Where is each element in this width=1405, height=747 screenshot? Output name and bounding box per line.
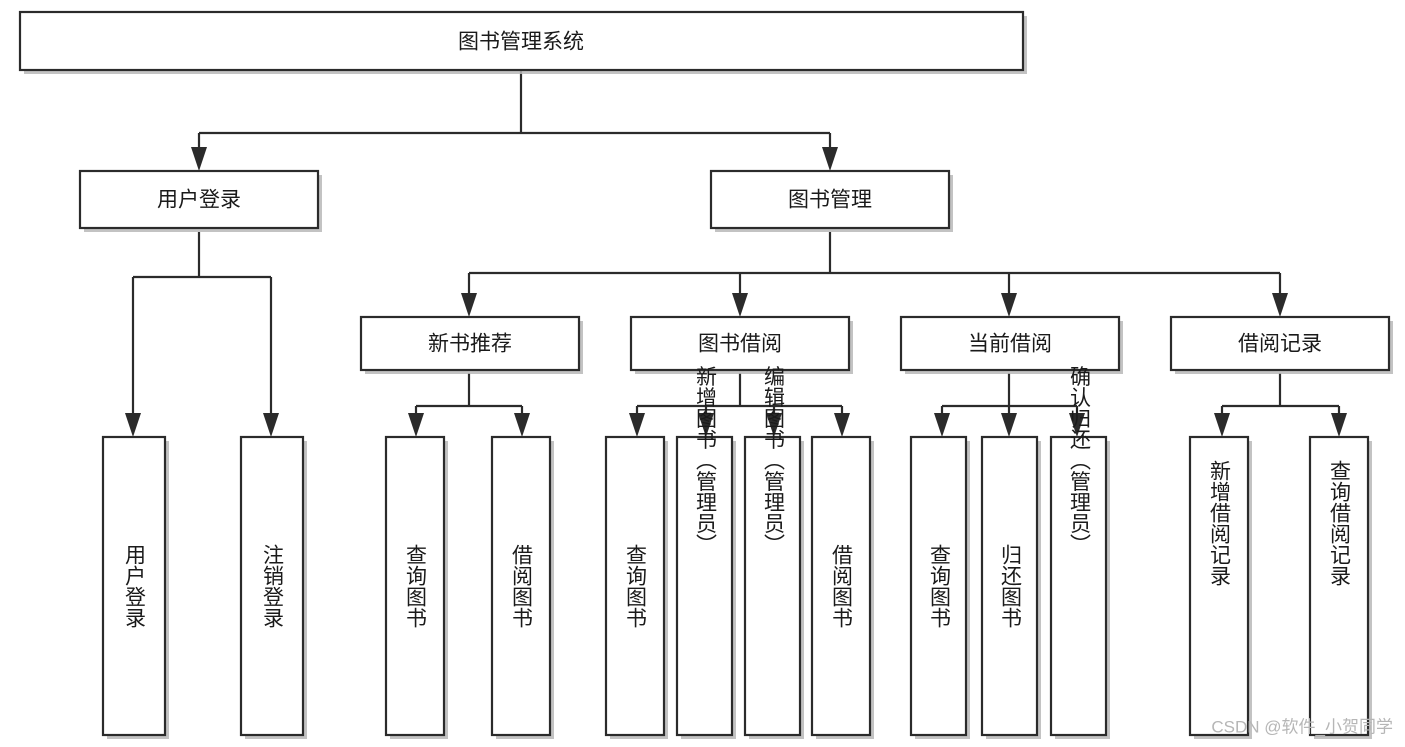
leaf-query-record-label: 查询借阅记录: [1328, 460, 1352, 586]
leaf-confirm-return-label: 确认归还（管理员）: [1068, 366, 1092, 555]
leaf-query-book-2-box[interactable]: [604, 435, 666, 737]
leaf-confirm-return[interactable]: 确认归还（管理员）: [1049, 366, 1110, 740]
leaf-borrow-book-1[interactable]: 借阅图书: [490, 435, 554, 739]
leaf-borrow-book-2-label: 借阅图书: [830, 544, 854, 628]
connector-book-borrow-bus: [635, 373, 844, 414]
leaf-confirm-return-box[interactable]: [1049, 435, 1108, 737]
node-book-manage[interactable]: 图书管理: [709, 169, 953, 232]
node-borrow-record-label: 借阅记录: [1238, 333, 1322, 356]
leaf-logout-label: 注销登录: [261, 544, 285, 628]
node-user-login-label: 用户登录: [157, 189, 241, 212]
leaf-edit-book-label: 编辑图书（管理员）: [762, 366, 786, 555]
leaf-return-book-label: 归还图书: [999, 544, 1023, 628]
arrow-nbr-leaf-1: [408, 413, 424, 437]
node-borrow-record[interactable]: 借阅记录: [1169, 315, 1393, 374]
arrow-cb-leaf-2: [1001, 413, 1017, 437]
arrow-bb-leaf-4: [834, 413, 850, 437]
leaf-query-book-1[interactable]: 查询图书: [384, 435, 448, 739]
arrow-user-login-leaf-1: [125, 413, 141, 437]
connector-book-manage-bus: [467, 232, 1282, 294]
node-user-login[interactable]: 用户登录: [78, 169, 322, 232]
leaf-edit-book-box[interactable]: [743, 435, 802, 737]
arrow-root-to-book-manage: [822, 147, 838, 171]
leaf-query-record[interactable]: 查询借阅记录: [1308, 435, 1372, 739]
arrow-br-leaf-2: [1331, 413, 1347, 437]
node-book-manage-box[interactable]: [709, 169, 951, 230]
node-book-borrow-box[interactable]: [629, 315, 851, 372]
leaf-add-book-label: 新增图书（管理员）: [694, 366, 718, 555]
arrow-user-login-leaf-2: [263, 413, 279, 437]
arrow-root-to-user-login: [191, 147, 207, 171]
arrow-cb-leaf-3: [1069, 413, 1085, 437]
connector-new-book-recommend-bus: [414, 373, 524, 414]
arrow-cb-leaf-1: [934, 413, 950, 437]
leaf-borrow-book-2[interactable]: 借阅图书: [810, 435, 874, 739]
leaf-borrow-book-1-label: 借阅图书: [510, 544, 534, 628]
leaf-borrow-book-1-box[interactable]: [490, 435, 552, 737]
node-current-borrow-box[interactable]: [899, 315, 1121, 372]
leaf-add-record[interactable]: 新增借阅记录: [1188, 435, 1252, 739]
connector-borrow-record-bus: [1220, 373, 1341, 414]
leaf-query-book-1-label: 查询图书: [404, 544, 428, 628]
node-new-book-recommend-box[interactable]: [359, 315, 581, 372]
leaf-add-book[interactable]: 新增图书（管理员）: [675, 366, 736, 740]
leaf-query-book-3[interactable]: 查询图书: [909, 435, 970, 739]
leaf-query-book-2-label: 查询图书: [624, 544, 648, 628]
leaf-query-book-1-box[interactable]: [384, 435, 446, 737]
leaf-user-login[interactable]: 用户登录: [101, 435, 169, 739]
node-root-label: 图书管理系统: [458, 31, 584, 54]
leaf-user-login-label: 用户登录: [123, 544, 147, 628]
arrow-bb-leaf-3: [766, 413, 782, 437]
arrow-to-current-borrow: [1001, 293, 1017, 317]
node-borrow-record-box[interactable]: [1169, 315, 1391, 372]
leaf-query-book-3-box[interactable]: [909, 435, 968, 737]
node-book-borrow-label: 图书借阅: [698, 333, 782, 356]
leaf-add-record-label: 新增借阅记录: [1208, 460, 1232, 586]
leaf-edit-book[interactable]: 编辑图书（管理员）: [743, 366, 804, 740]
csdn-watermark: CSDN @软件_小贺同学: [1211, 717, 1393, 736]
node-new-book-recommend[interactable]: 新书推荐: [359, 315, 583, 374]
leaf-borrow-book-2-box[interactable]: [810, 435, 872, 737]
leaf-return-book[interactable]: 归还图书: [980, 435, 1041, 739]
connector-group: [125, 70, 1347, 437]
node-user-login-box[interactable]: [78, 169, 320, 230]
leaf-logout-box[interactable]: [239, 435, 305, 737]
leaf-return-book-box[interactable]: [980, 435, 1039, 737]
arrow-to-book-borrow: [732, 293, 748, 317]
leaf-user-login-box[interactable]: [101, 435, 167, 737]
leaf-query-book-2[interactable]: 查询图书: [604, 435, 668, 739]
node-current-borrow[interactable]: 当前借阅: [899, 315, 1123, 374]
connector-root-to-level2: [197, 70, 832, 148]
connector-current-borrow-bus: [940, 373, 1079, 414]
leaf-query-book-3-label: 查询图书: [928, 544, 952, 628]
arrow-to-new-book-recommend: [461, 293, 477, 317]
leaf-add-record-box[interactable]: [1188, 435, 1250, 737]
arrow-bb-leaf-2: [698, 413, 714, 437]
node-root[interactable]: 图书管理系统: [18, 10, 1027, 74]
node-root-box[interactable]: [18, 10, 1025, 72]
node-new-book-recommend-label: 新书推荐: [428, 333, 512, 356]
leaf-add-book-box[interactable]: [675, 435, 734, 737]
connector-user-login-bus: [131, 232, 273, 414]
leaf-query-record-box[interactable]: [1308, 435, 1370, 737]
arrow-bb-leaf-1: [629, 413, 645, 437]
arrow-br-leaf-1: [1214, 413, 1230, 437]
arrow-to-borrow-record: [1272, 293, 1288, 317]
arrow-nbr-leaf-2: [514, 413, 530, 437]
node-book-manage-label: 图书管理: [788, 189, 872, 212]
node-current-borrow-label: 当前借阅: [968, 333, 1052, 356]
leaf-logout[interactable]: 注销登录: [239, 435, 307, 739]
node-book-borrow[interactable]: 图书借阅: [629, 315, 853, 374]
